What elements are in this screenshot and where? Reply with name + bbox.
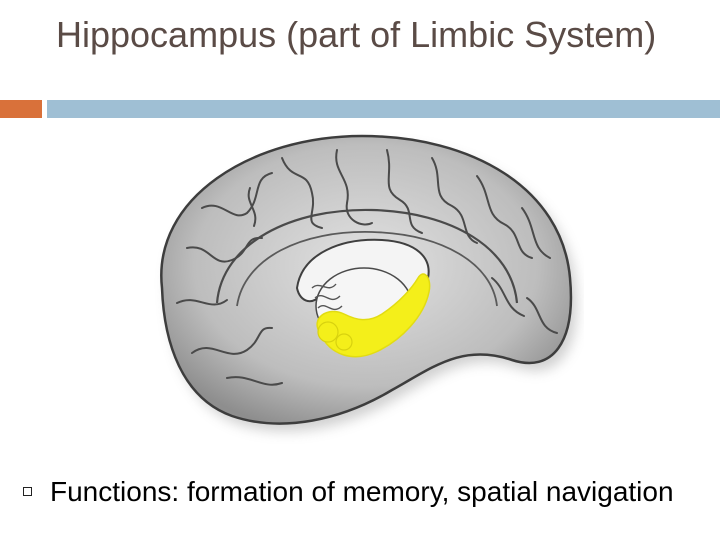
bullet-square-icon: [23, 487, 32, 496]
bullet-item-functions: Functions: formation of memory, spatial …: [50, 476, 674, 507]
fornix-detail: [311, 283, 343, 311]
slide-title: Hippocampus (part of Limbic System): [56, 14, 657, 55]
title-accent-blue-bar: [47, 100, 720, 118]
title-accent-orange-bar: [0, 100, 42, 118]
brain-gyri: [176, 149, 558, 386]
brain-hippocampus-illustration: [160, 134, 577, 432]
cingulate-gyrus: [215, 208, 519, 304]
